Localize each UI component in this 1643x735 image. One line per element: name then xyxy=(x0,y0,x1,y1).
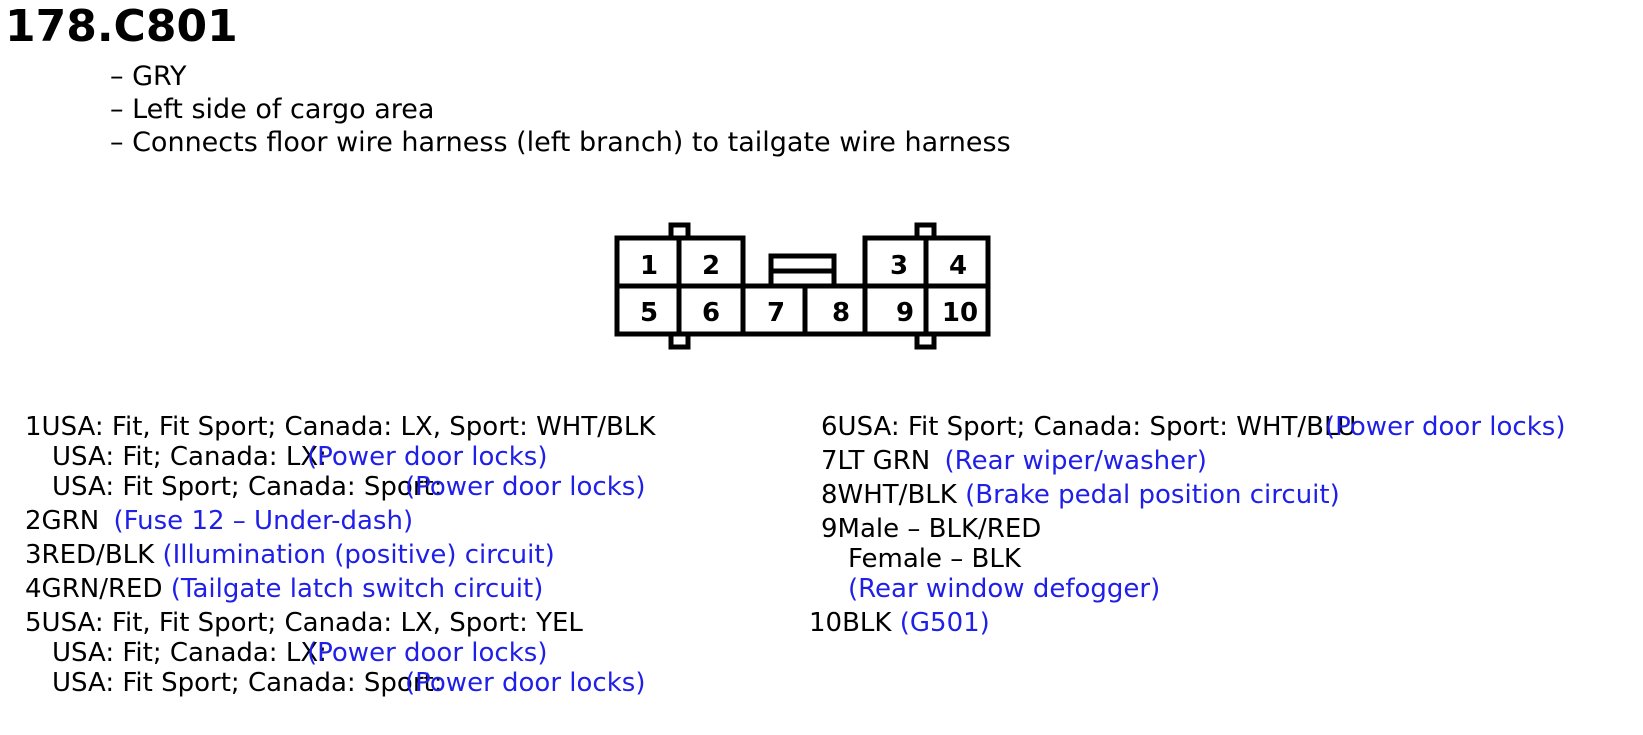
tab-bottom-right xyxy=(914,331,937,350)
description-color: – GRY xyxy=(110,61,187,92)
pin-row: 6USA: Fit Sport; Canada: Sport: WHT/BLU … xyxy=(821,410,1565,444)
pin-entry-note: (G501) xyxy=(899,608,990,638)
tab-top-right xyxy=(914,222,937,241)
pin-entry-note: (Power door locks) xyxy=(405,472,646,502)
pin-number-2: 2 xyxy=(702,251,720,281)
pin-entry-note: (Power door locks) xyxy=(307,638,548,668)
pin-number-9: 9 xyxy=(896,298,914,328)
pin-row: USA: Fit; Canada: LX: (Power door locks) xyxy=(25,440,655,474)
pin-entry-text: 4GRN/RED xyxy=(25,574,163,604)
pin-entry-note: (Tailgate latch switch circuit) xyxy=(170,574,544,604)
pin-entry-text: USA: Fit; Canada: LX: xyxy=(52,442,327,472)
connector-diagram: 1 2 3 4 5 6 7 8 9 10 xyxy=(614,222,991,350)
pin-list-right: 6USA: Fit Sport; Canada: Sport: WHT/BLU … xyxy=(809,410,1565,640)
pin-entry-text: 5USA: Fit, Fit Sport; Canada: LX, Sport:… xyxy=(25,608,583,638)
pin-row: USA: Fit Sport; Canada: Sport: (Power do… xyxy=(25,666,655,700)
pin-entry-note: (Illumination (positive) circuit) xyxy=(162,540,555,570)
pin-row: 4GRN/RED (Tailgate latch switch circuit) xyxy=(25,572,655,606)
pin-entry-text: 10BLK xyxy=(809,608,892,638)
pin-entry-note: (Power door locks) xyxy=(405,668,646,698)
pin-entry-text: 6USA: Fit Sport; Canada: Sport: WHT/BLU xyxy=(821,412,1357,442)
pin-number-5: 5 xyxy=(640,298,658,328)
pin-row: 8WHT/BLK (Brake pedal position circuit) xyxy=(821,478,1356,512)
connector-title: 178.C801 xyxy=(5,1,238,52)
pin-entry-note: (Fuse 12 – Under-dash) xyxy=(113,506,414,536)
pin-entry-text: 8WHT/BLK xyxy=(821,480,957,510)
pin-entry-text: 2GRN xyxy=(25,506,100,536)
pin-row: 5USA: Fit, Fit Sport; Canada: LX, Sport:… xyxy=(25,606,655,640)
pin-entry-note: (Power door locks) xyxy=(307,442,548,472)
pin-row: 1USA: Fit, Fit Sport; Canada: LX, Sport:… xyxy=(25,410,655,444)
connector-description: – GRY – Left side of cargo area – Connec… xyxy=(110,60,1011,159)
tab-bottom-left xyxy=(668,331,691,350)
pin-row: 2GRN (Fuse 12 – Under-dash) xyxy=(25,504,655,538)
pin-number-6: 6 xyxy=(702,298,720,328)
pin-entry-text: USA: Fit Sport; Canada: Sport: xyxy=(52,472,443,502)
description-location: – Left side of cargo area xyxy=(110,94,435,125)
pin-row: 7LT GRN (Rear wiper/washer) xyxy=(821,444,1356,478)
pin-entry-text: 3RED/BLK xyxy=(25,540,155,570)
pin-row: Female – BLK xyxy=(821,542,1356,576)
pin-row: 9Male – BLK/RED xyxy=(821,512,1356,546)
pin-number-7: 7 xyxy=(767,298,785,328)
description-connects: – Connects floor wire harness (left bran… xyxy=(110,127,1011,158)
pin-entry-text: USA: Fit Sport; Canada: Sport: xyxy=(52,668,443,698)
pin-number-3: 3 xyxy=(890,251,908,281)
pin-row: USA: Fit Sport; Canada: Sport: (Power do… xyxy=(25,470,655,504)
pin-number-1: 1 xyxy=(640,251,658,281)
tab-top-left xyxy=(668,222,691,241)
pin-entry-text: USA: Fit; Canada: LX: xyxy=(52,638,327,668)
pin-entry-text: 1USA: Fit, Fit Sport; Canada: LX, Sport:… xyxy=(25,412,656,442)
pin-row: 3RED/BLK (Illumination (positive) circui… xyxy=(25,538,655,572)
pin-row: USA: Fit; Canada: LX: (Power door locks) xyxy=(25,636,655,670)
pin-row: (Rear window defogger) xyxy=(821,572,1356,606)
pin-entry-note: (Power door locks) xyxy=(1325,412,1566,442)
pin-entry-note: (Rear wiper/washer) xyxy=(944,446,1207,476)
pin-row: 10BLK (G501) xyxy=(809,606,1356,640)
pin-list-left: 1USA: Fit, Fit Sport; Canada: LX, Sport:… xyxy=(25,410,655,700)
pin-entry-text: 7LT GRN xyxy=(821,446,931,476)
pin-entry-text: 9Male – BLK/RED xyxy=(821,514,1042,544)
pin-entry-note: (Brake pedal position circuit) xyxy=(965,480,1340,510)
pin-entry-note: (Rear window defogger) xyxy=(848,574,1161,604)
pin-number-8: 8 xyxy=(832,298,850,328)
pin-number-10: 10 xyxy=(942,298,978,328)
pin-entry-text: Female – BLK xyxy=(848,544,1021,574)
pin-number-4: 4 xyxy=(949,251,967,281)
